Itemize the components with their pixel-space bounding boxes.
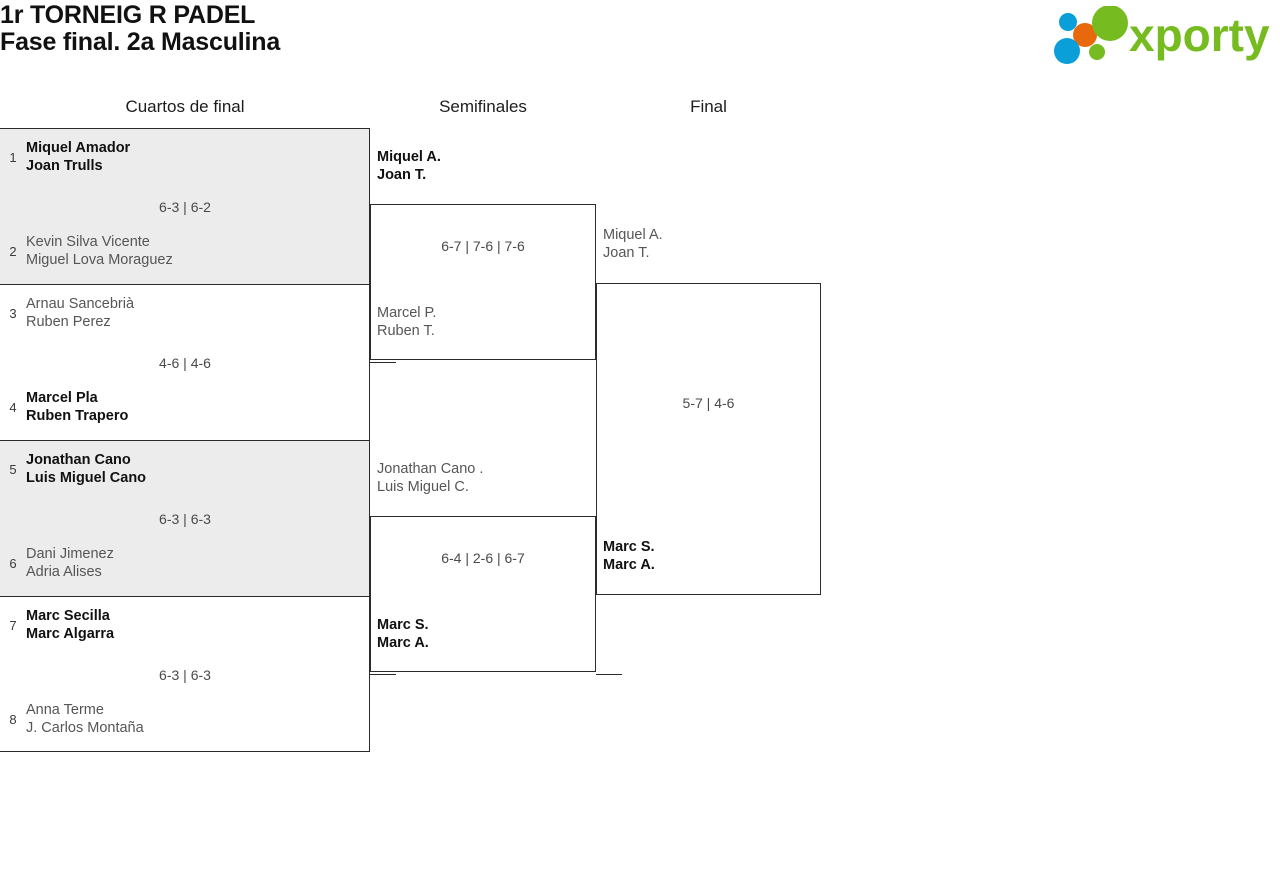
match-score: 6-7 | 7-6 | 7-6: [441, 238, 525, 254]
player-name: Luis Miguel C.: [377, 479, 469, 495]
player-name: Luis Miguel Cano: [26, 470, 147, 486]
tournament-name: 1r TORNEIG R PADEL: [0, 1, 256, 29]
page-header: 1r TORNEIG R PADEL Fase final. 2a Mascul…: [0, 0, 1280, 72]
tournament-phase: Fase final. 2a Masculina: [0, 28, 281, 56]
team-names: Anna Terme J. Carlos Montaña: [26, 701, 356, 737]
match-quarterfinal-3[interactable]: 5 Jonathan Cano Luis Miguel Cano 6-3 | 6…: [0, 440, 370, 596]
seed-number: 2: [9, 244, 17, 259]
team-slot-semifinal-1-bottom[interactable]: Marcel P. Ruben T.: [377, 304, 597, 340]
player-name: Miquel A.: [603, 227, 663, 243]
player-name: Adria Alises: [26, 564, 102, 580]
player-name: Marcel P.: [377, 305, 437, 321]
match-score: 5-7 | 4-6: [682, 395, 735, 411]
player-name: Joan T.: [603, 245, 650, 261]
seed-number: 3: [9, 306, 17, 321]
match-quarterfinal-4[interactable]: 7 Marc Secilla Marc Algarra 6-3 | 6-3 8 …: [0, 596, 370, 752]
match-quarterfinal-2[interactable]: 3 Arnau Sancebrià Ruben Perez 4-6 | 4-6 …: [0, 284, 370, 440]
team-slot-semifinal-2-bottom[interactable]: Marc S. Marc A.: [377, 616, 597, 652]
player-name: Ruben Trapero: [26, 408, 129, 424]
team-slot-semifinal-1-top[interactable]: Miquel A. Joan T.: [377, 148, 597, 184]
team-slot-final-top[interactable]: Miquel A. Joan T.: [603, 226, 823, 262]
match-score: 6-3 | 6-3: [159, 511, 211, 527]
match-semifinal-2[interactable]: 6-4 | 2-6 | 6-7: [370, 516, 596, 672]
team-names: Miquel Amador Joan Trulls: [26, 139, 356, 175]
match-final[interactable]: 5-7 | 4-6: [596, 283, 821, 595]
match-semifinal-1[interactable]: 6-7 | 7-6 | 7-6: [370, 204, 596, 360]
player-name: Marc S.: [377, 617, 429, 633]
player-name: Jonathan Cano .: [377, 461, 484, 477]
match-quarterfinal-1[interactable]: 1 Miquel Amador Joan Trulls 6-3 | 6-2 2 …: [0, 128, 370, 284]
player-name: Miquel A.: [377, 149, 441, 165]
player-name: Ruben T.: [377, 323, 435, 339]
player-name: Arnau Sancebrià: [26, 296, 135, 312]
column-header-quarterfinals: Cuartos de final: [125, 97, 245, 116]
logo-dot-green-large: [1092, 6, 1128, 41]
team-names: Jonathan Cano Luis Miguel Cano: [26, 451, 356, 487]
player-name: Marc Secilla: [26, 608, 110, 624]
team-names: Arnau Sancebrià Ruben Perez: [26, 295, 356, 331]
match-score: 4-6 | 4-6: [159, 355, 211, 371]
seed-number: 1: [9, 150, 17, 165]
team-slot[interactable]: 6 Dani Jimenez Adria Alises: [0, 545, 370, 589]
team-slot[interactable]: 3 Arnau Sancebrià Ruben Perez: [0, 295, 370, 339]
match-score: 6-3 | 6-3: [159, 667, 211, 683]
team-slot[interactable]: 7 Marc Secilla Marc Algarra: [0, 607, 370, 651]
team-slot-semifinal-2-top[interactable]: Jonathan Cano . Luis Miguel C.: [377, 460, 597, 496]
connector-qf2: [370, 362, 396, 363]
xporty-logo[interactable]: xporty: [1049, 6, 1275, 66]
team-names: Marcel Pla Ruben Trapero: [26, 389, 356, 425]
logo-dot-orange: [1073, 23, 1097, 47]
bracket: 1 Miquel Amador Joan Trulls 6-3 | 6-2 2 …: [0, 128, 900, 758]
connector-sf2: [596, 674, 622, 675]
team-names: Dani Jimenez Adria Alises: [26, 545, 356, 581]
player-name: Marc Algarra: [26, 626, 115, 642]
seed-number: 5: [9, 462, 17, 477]
logo-wordmark: xporty: [1129, 9, 1270, 61]
player-name: Marc S.: [603, 539, 655, 555]
team-slot-final-bottom[interactable]: Marc S. Marc A.: [603, 538, 823, 574]
column-header-semifinals: Semifinales: [439, 97, 527, 116]
seed-number: 8: [9, 712, 17, 727]
player-name: J. Carlos Montaña: [26, 720, 144, 736]
team-slot[interactable]: 8 Anna Terme J. Carlos Montaña: [0, 701, 370, 745]
team-names: Kevin Silva Vicente Miguel Lova Moraguez: [26, 233, 356, 269]
seed-number: 7: [9, 618, 17, 633]
team-names: Marc Secilla Marc Algarra: [26, 607, 356, 643]
page-title: 1r TORNEIG R PADEL Fase final. 2a Mascul…: [0, 2, 280, 56]
team-slot[interactable]: 1 Miquel Amador Joan Trulls: [0, 139, 370, 183]
team-slot[interactable]: 2 Kevin Silva Vicente Miguel Lova Moragu…: [0, 233, 370, 277]
seed-number: 6: [9, 556, 17, 571]
player-name: Marcel Pla: [26, 390, 98, 406]
connector-qf4: [370, 674, 396, 675]
player-name: Miquel Amador: [26, 140, 131, 156]
player-name: Miguel Lova Moraguez: [26, 252, 173, 268]
player-name: Joan Trulls: [26, 158, 103, 174]
team-slot[interactable]: 5 Jonathan Cano Luis Miguel Cano: [0, 451, 370, 495]
column-header-final: Final: [690, 97, 727, 116]
player-name: Jonathan Cano: [26, 452, 131, 468]
match-score: 6-4 | 2-6 | 6-7: [441, 550, 525, 566]
player-name: Anna Terme: [26, 702, 104, 718]
logo-dot-green-small: [1089, 44, 1105, 60]
match-score: 6-3 | 6-2: [159, 199, 211, 215]
logo-dot-blue-small: [1059, 13, 1077, 31]
logo-dot-blue-large: [1054, 38, 1080, 64]
player-name: Joan T.: [377, 167, 427, 183]
player-name: Ruben Perez: [26, 314, 111, 330]
seed-number: 4: [9, 400, 17, 415]
player-name: Kevin Silva Vicente: [26, 234, 150, 250]
team-slot[interactable]: 4 Marcel Pla Ruben Trapero: [0, 389, 370, 433]
player-name: Marc A.: [603, 557, 655, 573]
player-name: Marc A.: [377, 635, 429, 651]
player-name: Dani Jimenez: [26, 546, 114, 562]
